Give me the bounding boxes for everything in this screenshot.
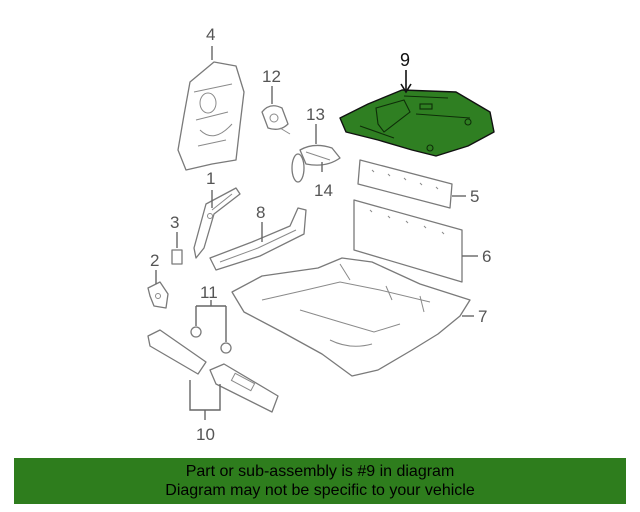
callout-12: 12 <box>262 67 281 86</box>
parts-diagram: 4 12 13 14 9 1 3 <box>147 25 495 444</box>
banner-line-2: Diagram may not be specific to your vehi… <box>165 482 475 499</box>
callout-6: 6 <box>482 247 491 266</box>
callout-14: 14 <box>314 181 333 200</box>
part-6-rear-panel <box>353 199 463 283</box>
callout-3: 3 <box>170 213 179 232</box>
part-10-sun-visors <box>147 329 279 413</box>
part-5-panel-strip <box>357 159 453 209</box>
callout-line-11 <box>195 300 227 342</box>
callout-8: 8 <box>256 203 265 222</box>
banner-line-1: Part or sub-assembly is #9 in diagram <box>185 463 455 480</box>
callout-7: 7 <box>478 307 487 326</box>
part-3-clip <box>171 249 183 265</box>
part-9-package-tray <box>339 89 495 157</box>
callout-2: 2 <box>150 251 159 270</box>
callout-13: 13 <box>306 105 325 124</box>
part-13-latch <box>291 144 341 183</box>
info-banner: Part or sub-assembly is #9 in diagram Di… <box>14 458 626 504</box>
callout-10: 10 <box>196 425 215 444</box>
part-12-retainer <box>261 105 291 135</box>
part-1-pillar-trim <box>193 187 241 259</box>
callout-9: 9 <box>400 50 410 70</box>
callout-arrow-9 <box>400 83 412 94</box>
part-8-sill-plate <box>209 207 307 271</box>
callout-1: 1 <box>206 169 215 188</box>
part-2-bracket <box>147 281 169 309</box>
callout-11: 11 <box>200 283 218 302</box>
callout-4: 4 <box>206 25 215 44</box>
part-4-quarter-trim <box>177 61 245 171</box>
callout-line-10 <box>189 380 221 420</box>
part-7-floor <box>231 257 471 377</box>
part-11-fasteners <box>190 326 232 354</box>
callout-5: 5 <box>470 187 479 206</box>
